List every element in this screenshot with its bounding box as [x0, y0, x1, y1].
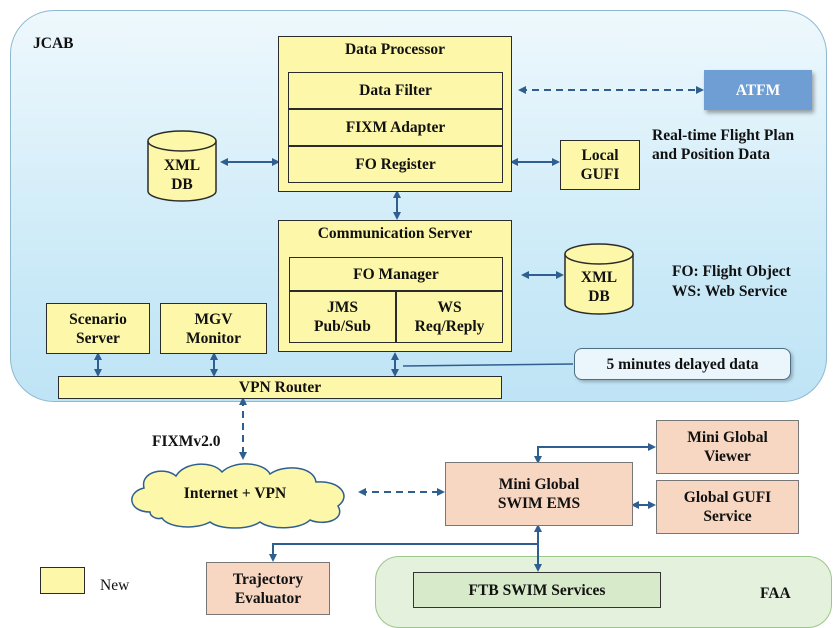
- fo-manager-box: FO Manager: [289, 257, 503, 291]
- abbrev-fo: FO: Flight Object: [672, 263, 791, 280]
- xml-db-cylinder-top: [147, 130, 217, 202]
- xml-db-cylinder-mid: [564, 243, 634, 315]
- legend-new-label: New: [100, 577, 130, 594]
- delayed-pointer: [402, 363, 574, 367]
- faa-label: FAA: [760, 585, 791, 602]
- data-processor-title: Data Processor: [344, 41, 445, 58]
- jms-label: JMS Pub/Sub: [314, 299, 371, 335]
- data-filter-box: Data Filter: [288, 72, 503, 109]
- data-filter-label: Data Filter: [359, 82, 432, 99]
- internet-vpn-label: Internet + VPN: [183, 485, 287, 502]
- jcab-label: JCAB: [33, 35, 74, 52]
- atfm-label: ATFM: [735, 81, 781, 99]
- ws-box: WS Req/Reply: [396, 291, 503, 343]
- delayed-data-note: 5 minutes delayed data: [574, 348, 791, 380]
- viewer-link: [534, 443, 656, 464]
- vpn-router-label: VPN Router: [238, 379, 322, 396]
- trajectory-evaluator-label: Trajectory Evaluator: [232, 570, 304, 607]
- communication-server-title: Communication Server: [317, 225, 473, 242]
- abbrev-ws: WS: Web Service: [672, 283, 788, 300]
- ws-label: WS Req/Reply: [414, 299, 485, 335]
- ftb-swim-services-box: FTB SWIM Services: [413, 572, 661, 608]
- scenario-server-box: Scenario Server: [46, 303, 150, 354]
- fixm-adapter-label: FIXM Adapter: [345, 119, 446, 136]
- atfm-box: ATFM: [704, 70, 812, 110]
- xml-db-label-mid: XML DB: [580, 269, 618, 305]
- global-gufi-service-label: Global GUFI Service: [683, 489, 772, 525]
- jms-box: JMS Pub/Sub: [289, 291, 396, 343]
- trajectory-evaluator-box: Trajectory Evaluator: [206, 562, 330, 615]
- scenario-server-label: Scenario Server: [69, 310, 127, 347]
- local-gufi-label: Local GUFI: [580, 147, 620, 183]
- fo-register-label: FO Register: [355, 156, 436, 173]
- fixm-version-label: FIXMv2.0: [152, 433, 221, 450]
- vpn-router-box: VPN Router: [58, 376, 502, 399]
- realtime-note: Real-time Flight Plan and Position Data: [652, 127, 795, 163]
- fo-register-box: FO Register: [288, 146, 503, 183]
- mini-global-viewer-label: Mini Global Viewer: [687, 429, 768, 465]
- global-gufi-service-box: Global GUFI Service: [656, 480, 799, 534]
- fixm-adapter-box: FIXM Adapter: [288, 109, 503, 146]
- ftb-swim-services-label: FTB SWIM Services: [468, 581, 606, 599]
- legend-new-swatch: [40, 567, 85, 594]
- mgv-monitor-box: MGV Monitor: [160, 303, 267, 354]
- connectors: [94, 86, 704, 572]
- trajectory-link: [269, 543, 538, 562]
- fo-manager-label: FO Manager: [353, 265, 439, 283]
- mini-global-viewer-box: Mini Global Viewer: [656, 420, 799, 474]
- xml-db-label-top: XML DB: [163, 157, 201, 193]
- delayed-data-label: 5 minutes delayed data: [606, 355, 759, 373]
- local-gufi-box: Local GUFI: [560, 140, 640, 190]
- mini-global-swim-ems-box: Mini Global SWIM EMS: [445, 462, 633, 526]
- mini-global-swim-ems-label: Mini Global SWIM EMS: [497, 476, 581, 512]
- mgv-monitor-label: MGV Monitor: [185, 310, 242, 347]
- internet-cloud: [131, 463, 345, 529]
